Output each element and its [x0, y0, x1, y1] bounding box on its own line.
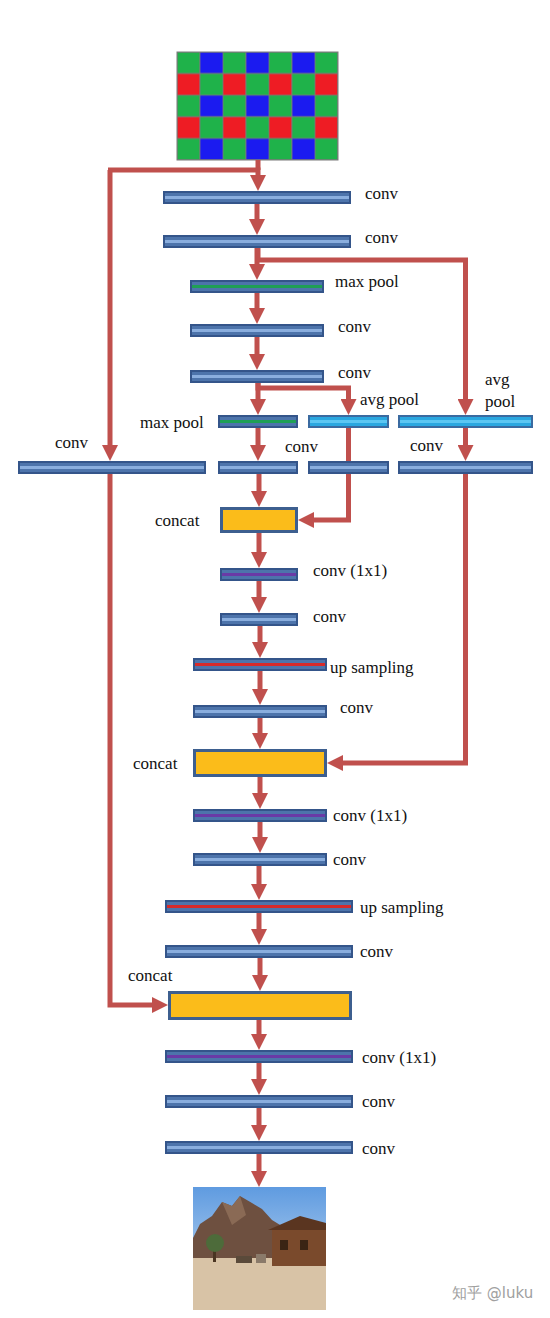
- conv-layer: conv: [398, 461, 533, 474]
- data-flow-arrow: [110, 474, 159, 1005]
- data-flow-arrow: [258, 777, 263, 800]
- layer-label: conv: [285, 436, 318, 458]
- data-flow-arrow: [257, 581, 262, 604]
- layer-label: avg pool: [360, 389, 419, 411]
- input-arrow: [256, 160, 261, 170]
- data-flow-arrow: [258, 626, 263, 649]
- data-flow-arrow: [257, 1108, 262, 1132]
- conv-layer: conv: [165, 1095, 353, 1108]
- bayer-input: [177, 52, 338, 160]
- data-flow-arrow: [463, 428, 468, 452]
- output-arrow: [257, 1154, 262, 1178]
- conv-layer: conv: [190, 324, 324, 337]
- photo-cart: [256, 1254, 266, 1263]
- input-arrow: [108, 170, 258, 182]
- layer-label: concat: [128, 965, 172, 987]
- photo-ground: [193, 1258, 326, 1310]
- layer-label: conv: [340, 697, 373, 719]
- layer-label: conv: [365, 183, 398, 205]
- photo-mountain: [222, 1196, 246, 1225]
- concat-layer: concat: [168, 991, 352, 1020]
- data-flow-arrow: [257, 533, 262, 559]
- output-photo: [193, 1187, 326, 1310]
- photo-trunk: [213, 1246, 216, 1262]
- layer-label: conv: [362, 1138, 395, 1160]
- data-flow-arrow: [336, 474, 466, 763]
- data-flow-arrow: [255, 293, 260, 315]
- data-flow-arrow: [256, 428, 261, 452]
- conv-layer: conv: [165, 1141, 353, 1154]
- data-flow-arrow: [258, 383, 349, 406]
- conv-layer: conv: [163, 191, 351, 204]
- data-flow-arrow: [258, 671, 263, 696]
- avg-pool-layer: avg pool: [308, 415, 389, 428]
- avg-pool-layer: avg pool: [398, 415, 533, 428]
- concat-layer: concat: [193, 749, 327, 777]
- layer-label: conv: [333, 849, 366, 871]
- data-flow-arrow: [256, 383, 261, 406]
- conv-1x1-layer: conv (1x1): [165, 1050, 353, 1063]
- layer-label: conv: [313, 606, 346, 628]
- conv-layer: [310, 466, 387, 469]
- input-arrow: [108, 170, 113, 452]
- data-flow-arrow: [257, 474, 262, 498]
- conv-layer: conv: [220, 613, 298, 626]
- data-flow-arrow: [258, 958, 263, 982]
- conv-layer: conv: [163, 235, 351, 248]
- layer-label: up sampling: [330, 657, 414, 679]
- layer-label: conv: [55, 432, 88, 454]
- data-flow-arrow: [255, 337, 260, 361]
- photo-building: [272, 1228, 326, 1266]
- conv-layer: conv: [193, 705, 327, 718]
- conv-1x1-layer: conv (1x1): [220, 568, 298, 581]
- data-flow-arrow: [257, 1020, 262, 1041]
- conv-layer: [309, 462, 388, 473]
- layer-label: conv: [362, 1091, 395, 1113]
- max-pool-layer: max pool: [218, 415, 298, 428]
- layer-label: concat: [133, 753, 177, 775]
- photo-tree: [206, 1234, 224, 1252]
- conv-layer: conv: [18, 461, 206, 474]
- layer-label: conv: [365, 227, 398, 249]
- layer-label: conv: [338, 316, 371, 338]
- conv-layer: conv: [190, 370, 324, 383]
- upsampling-layer: up sampling: [165, 900, 353, 913]
- data-flow-arrow: [255, 248, 260, 271]
- conv-1x1-layer: conv (1x1): [193, 809, 327, 822]
- photo-mountain: [193, 1196, 326, 1262]
- upsampling-layer: up sampling: [193, 658, 327, 671]
- photo-cart: [236, 1256, 252, 1263]
- conv-layer: conv: [165, 945, 353, 958]
- layer-label: conv (1x1): [313, 560, 387, 582]
- layer-label: max pool: [335, 271, 399, 293]
- max-pool-layer: max pool: [190, 280, 324, 293]
- photo-roof: [268, 1216, 326, 1230]
- layer-label: conv (1x1): [362, 1047, 436, 1069]
- photo-window: [280, 1240, 288, 1250]
- data-flow-arrow: [257, 1063, 262, 1086]
- photo-sky: [193, 1187, 326, 1310]
- data-flow-arrow: [258, 822, 263, 844]
- photo-window: [300, 1240, 308, 1250]
- conv-layer: conv: [218, 461, 298, 474]
- watermark: 知乎 @luku: [452, 1284, 533, 1303]
- layer-label: conv: [410, 435, 443, 457]
- data-flow-arrow: [257, 866, 262, 891]
- concat-layer: concat: [220, 507, 298, 533]
- data-flow-arrow: [255, 204, 260, 226]
- layer-label: conv (1x1): [333, 805, 407, 827]
- data-flow-arrow: [257, 913, 262, 936]
- data-flow-arrow: [258, 718, 263, 740]
- layer-label: avg pool: [485, 369, 525, 413]
- layer-label: up sampling: [360, 897, 444, 919]
- layer-label: concat: [155, 510, 199, 532]
- layer-label: conv: [338, 362, 371, 384]
- layer-label: conv: [360, 941, 393, 963]
- conv-layer: conv: [193, 853, 327, 866]
- layer-label: max pool: [140, 412, 204, 434]
